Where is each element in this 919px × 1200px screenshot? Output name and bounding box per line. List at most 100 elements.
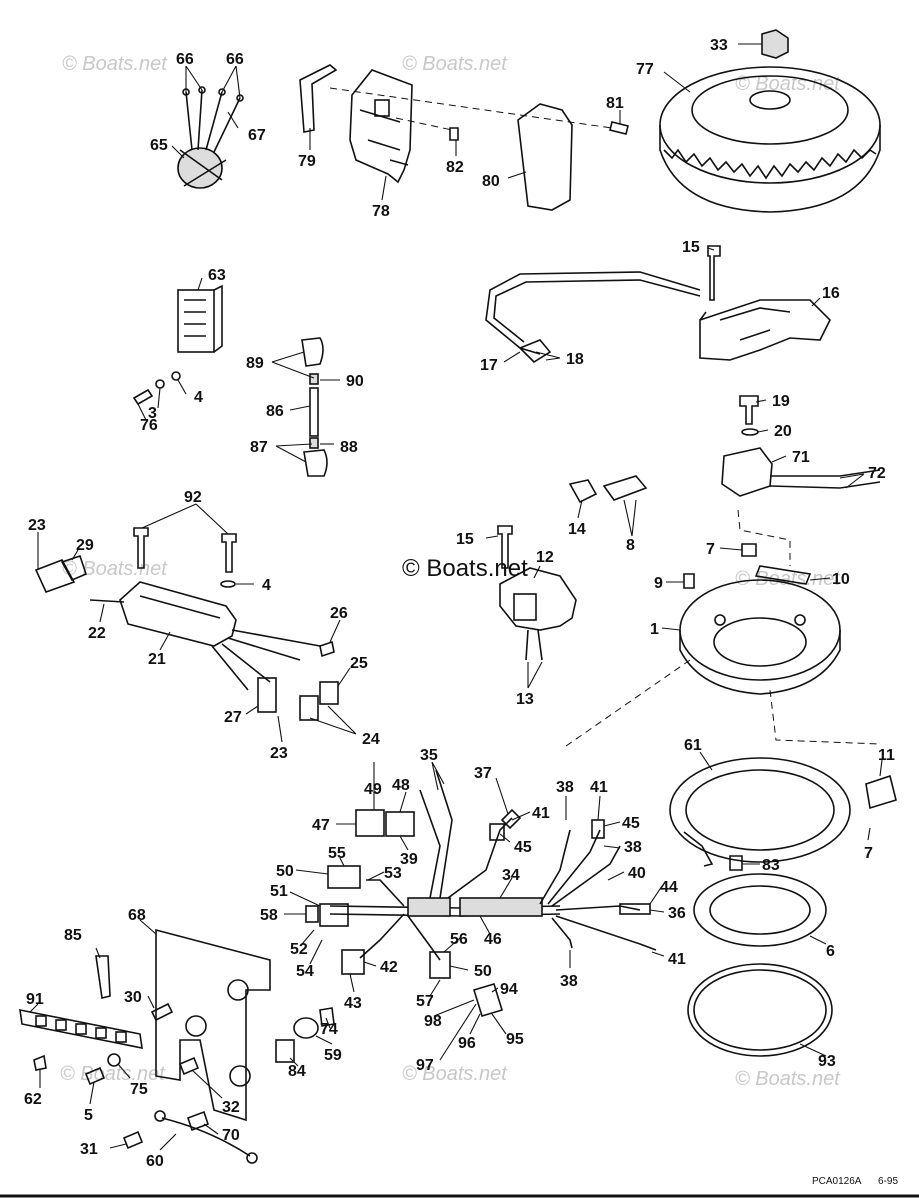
callout-21: 21	[148, 651, 166, 668]
callout-7: 7	[864, 845, 873, 862]
part-19-screw	[739, 395, 759, 425]
part-14-boot	[568, 479, 598, 504]
callout-38: 38	[624, 839, 642, 856]
callout-1: 1	[650, 621, 659, 638]
callout-36: 36	[668, 905, 686, 922]
watermark: © Boats.net	[735, 1068, 841, 1090]
callout-70: 70	[222, 1127, 240, 1144]
callout-91: 91	[26, 991, 44, 1008]
callout-26: 26	[330, 605, 348, 622]
callout-48: 48	[392, 777, 410, 794]
part-47-connector	[355, 809, 385, 837]
part-4-washer	[220, 580, 236, 588]
callout-56: 56	[450, 931, 468, 948]
part-91-terminal-block	[19, 1008, 143, 1050]
alignment-line	[395, 117, 453, 131]
part-84-bushing	[275, 1039, 295, 1063]
part-33-nut	[761, 29, 789, 59]
callout-12: 12	[536, 549, 554, 566]
part-71-sensor	[721, 447, 881, 497]
part-31-screw	[122, 1130, 144, 1150]
callout-85: 85	[64, 927, 82, 944]
callout-38: 38	[556, 779, 574, 796]
part-80-cover	[517, 103, 573, 211]
part-15-screw	[707, 245, 721, 301]
callout-87: 87	[250, 439, 268, 456]
callout-50: 50	[276, 863, 294, 880]
part-86-rod	[309, 387, 319, 437]
callout-66: 66	[176, 51, 194, 68]
callout-33: 33	[710, 37, 728, 54]
watermark: © Boats.net	[60, 1063, 166, 1085]
part-60-ground-strap	[161, 1117, 251, 1157]
watermark: © Boats.net	[62, 53, 168, 75]
watermark: © Boats.net	[62, 558, 168, 580]
callout-9: 9	[654, 575, 663, 592]
callout-13: 13	[516, 691, 534, 708]
part-78-housing	[349, 69, 413, 184]
part-7-screw	[741, 543, 757, 557]
callout-6: 6	[826, 943, 835, 960]
part-18-clip	[518, 339, 552, 364]
callout-59: 59	[324, 1047, 342, 1064]
callout-65: 65	[150, 137, 168, 154]
part-34-harness	[329, 769, 657, 961]
callout-67: 67	[248, 127, 266, 144]
part-32-screw	[178, 1056, 200, 1076]
footer-code: PCA0126A	[812, 1176, 862, 1187]
callout-37: 37	[474, 765, 492, 782]
callout-19: 19	[772, 393, 790, 410]
callout-92: 92	[184, 489, 202, 506]
callout-14: 14	[568, 521, 586, 538]
callout-29: 29	[76, 537, 94, 554]
callout-45: 45	[622, 815, 640, 832]
callout-30: 30	[124, 989, 142, 1006]
part-24-connector	[299, 695, 319, 721]
footer-date: 6-95	[878, 1176, 898, 1187]
callout-23: 23	[270, 745, 288, 762]
part-21-power-pack	[119, 581, 321, 691]
part-4-washer	[171, 371, 181, 381]
callout-78: 78	[372, 203, 390, 220]
callout-93: 93	[818, 1053, 836, 1070]
callout-40: 40	[628, 865, 646, 882]
callout-51: 51	[270, 883, 288, 900]
part-1-stator-plate	[679, 579, 841, 695]
part-77-flywheel	[659, 66, 881, 213]
callout-96: 96	[458, 1035, 476, 1052]
callout-89: 89	[246, 355, 264, 372]
alignment-line	[769, 689, 881, 745]
part-6-ring	[693, 873, 827, 947]
callout-4: 4	[194, 389, 203, 406]
alignment-line	[329, 87, 613, 129]
callout-86: 86	[266, 403, 284, 420]
callout-23: 23	[28, 517, 46, 534]
callout-31: 31	[80, 1141, 98, 1158]
part-48-connector	[385, 811, 415, 837]
callout-84: 84	[288, 1063, 306, 1080]
callout-46: 46	[484, 931, 502, 948]
part-65-solenoid	[177, 86, 244, 189]
callout-95: 95	[506, 1031, 524, 1048]
part-26-terminal	[319, 640, 335, 658]
part-93-retainer	[687, 963, 833, 1057]
part-29-connector	[60, 554, 87, 582]
part-68-plate	[155, 928, 271, 1122]
callout-68: 68	[128, 907, 146, 924]
part-94-switch	[472, 983, 504, 1017]
part-25-connector	[319, 681, 339, 705]
part-60-ground-strap	[246, 1152, 258, 1164]
callout-41: 41	[668, 951, 686, 968]
callout-49: 49	[364, 781, 382, 798]
callout-35: 35	[420, 747, 438, 764]
callout-32: 32	[222, 1099, 240, 1116]
part-81-screw	[609, 121, 629, 135]
part-11-clip	[865, 774, 897, 810]
callout-97: 97	[416, 1057, 434, 1074]
callout-63: 63	[208, 267, 226, 284]
part-85-clip	[95, 955, 111, 999]
part-36-terminal	[619, 903, 651, 915]
callout-20: 20	[774, 423, 792, 440]
callout-94: 94	[500, 981, 518, 998]
callout-74: 74	[320, 1021, 338, 1038]
